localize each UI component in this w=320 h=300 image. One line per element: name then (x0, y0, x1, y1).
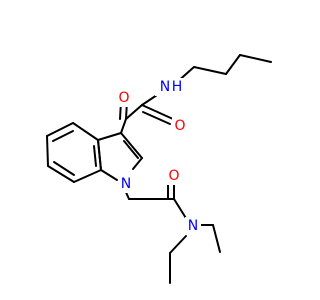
bond (193, 66, 227, 75)
double-bond (123, 140, 139, 159)
double-bond (142, 111, 171, 125)
atom-n-indole: N (118, 175, 134, 193)
bond (73, 169, 102, 183)
bond (100, 169, 118, 181)
bond (212, 224, 221, 253)
bond (46, 122, 74, 137)
atom-o-amide: O (172, 117, 188, 135)
double-bond (53, 161, 75, 176)
bond (46, 135, 49, 167)
double-bond (93, 145, 97, 167)
atom-symbol: N (188, 218, 198, 234)
bond (72, 122, 99, 141)
atom-symbol: O (118, 90, 129, 106)
structure-drawing: N H O O N O N (46, 54, 272, 284)
bond (125, 104, 143, 120)
bond (225, 54, 241, 75)
atom-labels: N H O O N O N (116, 78, 201, 235)
atom-o-ketone: O (116, 89, 132, 107)
atom-suffix: H (172, 79, 183, 95)
atom-n-amine: N (185, 217, 201, 235)
atom-symbol: N (160, 79, 170, 95)
atom-symbol: N (121, 176, 131, 192)
double-bond (141, 104, 174, 120)
bond (97, 132, 122, 141)
double-bond (97, 139, 102, 171)
atom-o-acetamide: O (166, 167, 182, 185)
bond (239, 54, 272, 63)
molecule-diagram: N H O O N O N (46, 54, 272, 284)
bond (120, 118, 127, 134)
atom-symbol: O (174, 118, 185, 134)
double-bond (120, 132, 143, 159)
bonds (46, 54, 272, 284)
atom-symbol: O (168, 168, 179, 184)
atom-nh: N H (155, 78, 187, 96)
bond (169, 235, 187, 254)
double-bond (52, 130, 74, 142)
bond (132, 157, 143, 170)
bond (47, 165, 75, 183)
